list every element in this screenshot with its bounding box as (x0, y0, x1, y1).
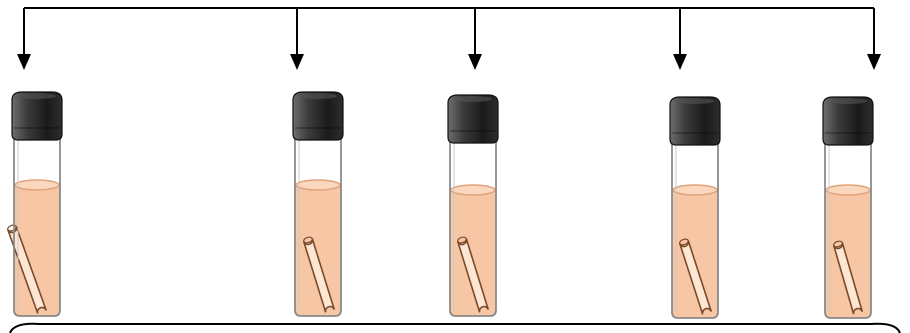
down-arrow-icon (290, 8, 304, 70)
culture-medium (825, 190, 871, 318)
test-tube (7, 92, 62, 316)
liquid-surface (826, 185, 870, 195)
liquid-surface (451, 185, 495, 195)
liquid-surface (15, 180, 59, 190)
down-arrow-icon (468, 8, 482, 70)
bottom-bracket (10, 324, 900, 333)
test-tube (448, 95, 498, 316)
culture-medium (295, 185, 341, 316)
screw-cap-icon (293, 92, 343, 140)
down-arrow-icon (17, 8, 31, 70)
liquid-surface (296, 180, 340, 190)
liquid-surface (673, 185, 717, 195)
arrow-group (17, 8, 881, 70)
screw-cap-icon (823, 97, 873, 145)
culture-medium (672, 190, 718, 318)
test-tube (823, 97, 873, 318)
down-arrow-icon (673, 8, 687, 70)
screw-cap-icon (670, 97, 720, 145)
culture-medium (450, 190, 496, 316)
screw-cap-icon (12, 92, 62, 140)
test-tube (293, 92, 343, 316)
screw-cap-icon (448, 95, 498, 143)
down-arrow-icon (867, 8, 881, 70)
test-tube (670, 97, 720, 318)
tube-group (7, 92, 873, 318)
